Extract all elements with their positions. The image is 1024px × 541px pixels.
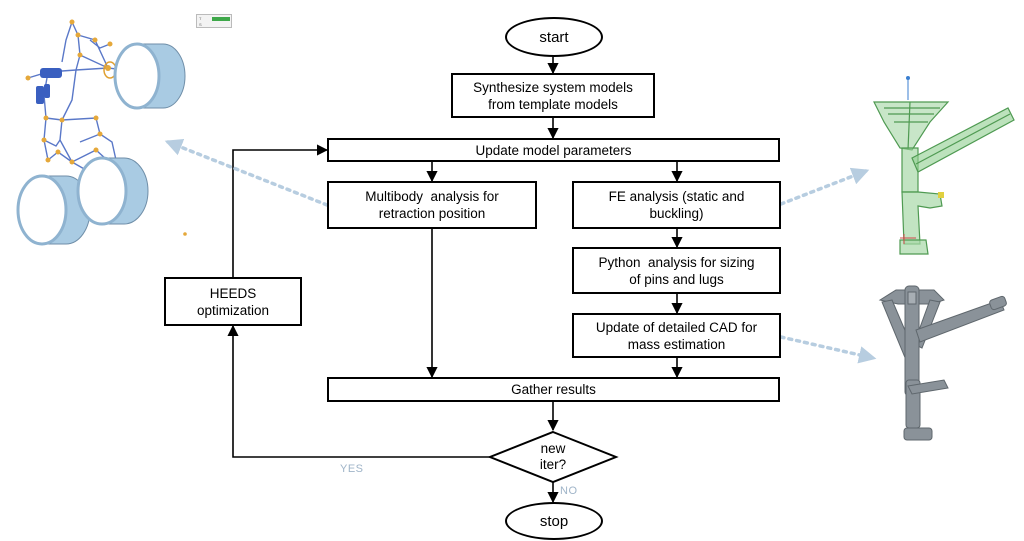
arrow-yes-heeds	[227, 324, 490, 458]
python-line-2: of pins and lugs	[629, 271, 724, 287]
dotted-arrow-fe-model	[779, 167, 870, 206]
decision-line-1: new	[540, 441, 566, 456]
gather-results-label: Gather results	[511, 382, 596, 397]
arrow-heeds-update	[232, 144, 329, 277]
no-label: NO	[560, 485, 578, 497]
multibody-line-1: Multibody analysis for	[365, 189, 499, 204]
multibody-analysis-box: Multibody analysis for retraction positi…	[327, 181, 537, 229]
update-parameters-label: Update model parameters	[475, 142, 632, 158]
cad-line-1: Update of detailed CAD for	[595, 319, 758, 335]
fe-line-1: FE analysis (static and	[608, 189, 745, 204]
fe-analysis-box: FE analysis (static and buckling)	[572, 181, 781, 229]
stop-label: stop	[539, 512, 569, 530]
start-terminal: start	[505, 17, 603, 57]
gather-results-box: Gather results	[327, 377, 780, 402]
heeds-line-1: HEEDS	[209, 285, 257, 301]
synthesize-models-box: Synthesize system models from template m…	[451, 73, 655, 118]
update-cad-box: Update of detailed CAD for mass estimati…	[572, 313, 781, 358]
decision-text: new iter?	[518, 441, 588, 473]
heeds-optimization-box: HEEDS optimization	[164, 277, 302, 326]
dotted-arrow-multibody-model	[164, 139, 329, 207]
synthesize-line-2: from template models	[488, 96, 618, 112]
mini-dialog-thumbnail: T S	[196, 14, 232, 28]
multibody-line-2: retraction position	[378, 206, 486, 221]
yes-label: YES	[340, 463, 364, 475]
update-parameters-box: Update model parameters	[327, 138, 780, 162]
python-line-1: Python analysis for sizing	[598, 254, 755, 270]
fe-line-2: buckling)	[649, 206, 704, 221]
dotted-arrow-cad-model	[779, 335, 877, 364]
python-analysis-box: Python analysis for sizing of pins and l…	[572, 247, 781, 294]
synthesize-line-1: Synthesize system models	[473, 79, 633, 95]
stop-terminal: stop	[505, 502, 603, 540]
cad-line-2: mass estimation	[627, 336, 726, 352]
start-label: start	[539, 28, 569, 46]
heeds-line-2: optimization	[196, 302, 270, 318]
decision-diamond	[487, 430, 619, 484]
decision-line-2: iter?	[539, 457, 567, 472]
